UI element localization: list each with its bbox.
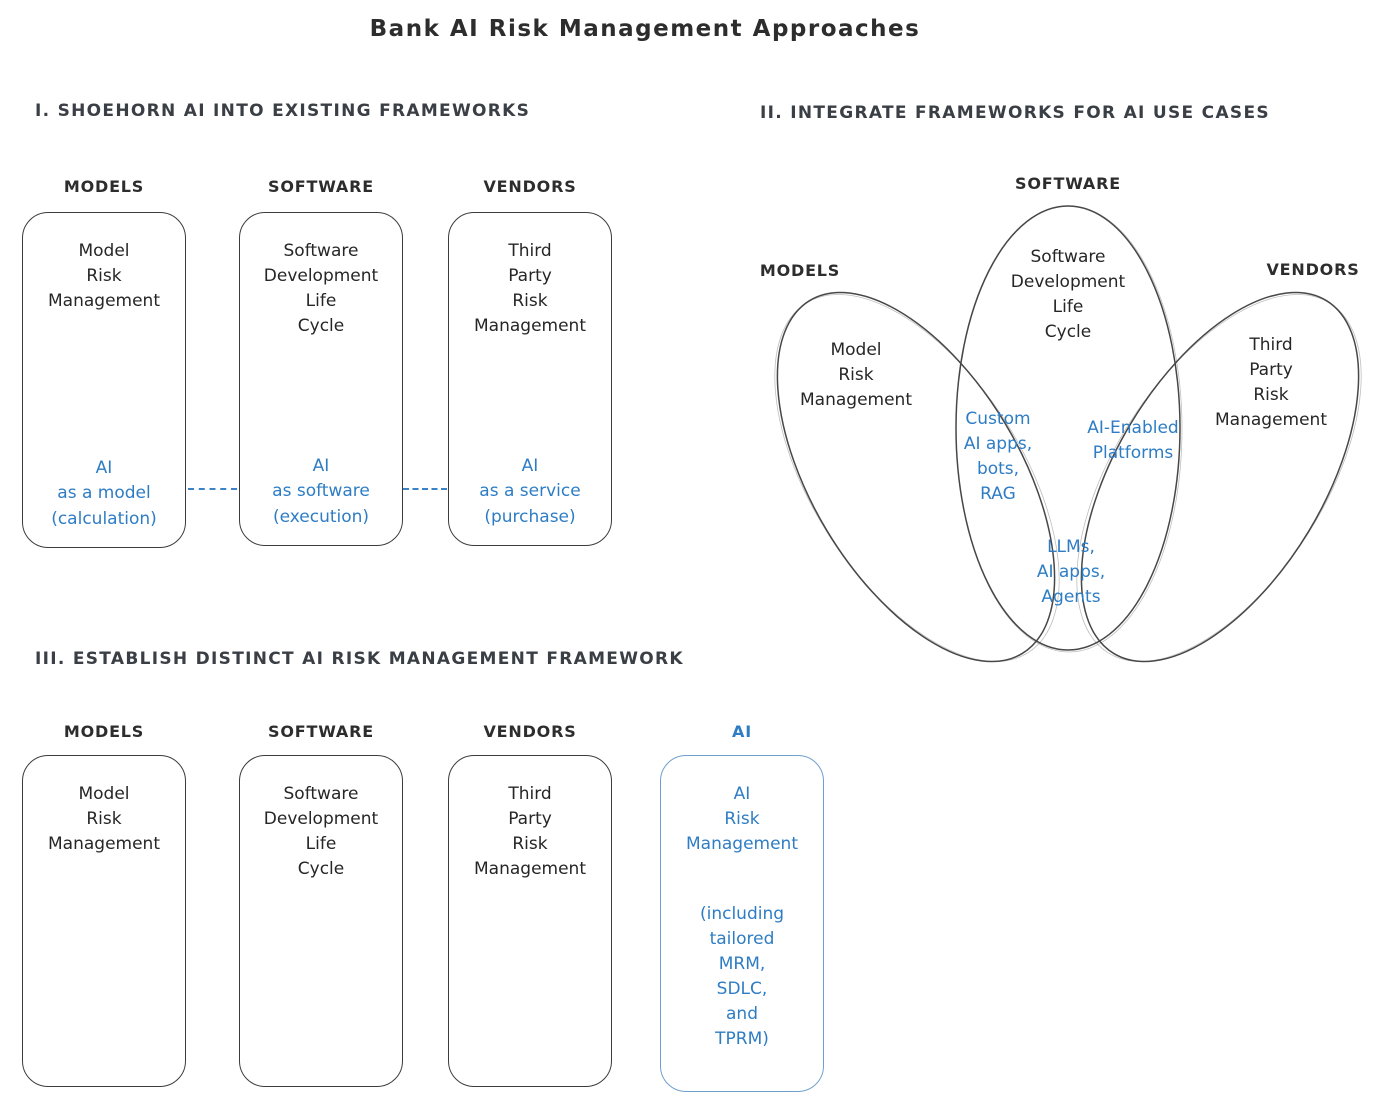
section3-ai-box: AI Risk Management (including tailored M… — [660, 755, 824, 1092]
software-box-body: Software Development Life Cycle — [263, 241, 379, 336]
page-title: Bank AI Risk Management Approaches — [369, 16, 921, 42]
section2-heading: II. INTEGRATE FRAMEWORKS FOR AI USE CASE… — [760, 103, 1270, 123]
dashed-connector-models-software — [188, 488, 237, 490]
vendors-box-body: Third Party Risk Management — [474, 241, 586, 336]
section3-heading: III. ESTABLISH DISTINCT AI RISK MANAGEME… — [35, 649, 684, 669]
dashed-connector-software-vendors — [403, 488, 447, 490]
venn-software-body: Software Development Life Cycle — [1010, 247, 1126, 342]
venn-intersection-llms-agents: LLMs, AI apps, Agents — [1036, 537, 1106, 607]
section3-models-label: MODELS — [63, 722, 145, 741]
venn-intersection-custom-ai-apps: Custom AI apps, bots, RAG — [963, 409, 1033, 504]
venn-vendors-body: Third Party Risk Management — [1215, 335, 1327, 430]
models-box-body: Model Risk Management — [48, 241, 160, 311]
vendors-box-ai-note: AI as a service (purchase) — [479, 455, 581, 527]
software-ellipse — [955, 205, 1181, 651]
section1-heading: I. SHOEHORN AI INTO EXISTING FRAMEWORKS — [35, 101, 531, 121]
section3-vendors-box: Third Party Risk Management — [448, 755, 612, 1087]
section3-vendors-label: VENDORS — [483, 722, 577, 741]
ai-box-body: AI Risk Management — [686, 784, 798, 854]
software-box-body: Software Development Life Cycle — [263, 784, 379, 879]
section1-vendors-box: Third Party Risk Management AI as a serv… — [448, 212, 612, 546]
section3-ai-label: AI — [732, 722, 752, 741]
section1-software-box: Software Development Life Cycle AI as so… — [239, 212, 403, 546]
venn-vendors-label: VENDORS — [1266, 260, 1360, 279]
venn-models-body: Model Risk Management — [800, 340, 912, 410]
section1-software-label: SOFTWARE — [268, 177, 374, 196]
section1-models-label: MODELS — [63, 177, 145, 196]
venn-models-label: MODELS — [759, 261, 841, 280]
vendors-box-body: Third Party Risk Management — [474, 784, 586, 879]
section1-vendors-label: VENDORS — [483, 177, 577, 196]
section1-models-box: Model Risk Management AI as a model (cal… — [22, 212, 186, 548]
section3-software-label: SOFTWARE — [268, 722, 374, 741]
venn-software-label: SOFTWARE — [1015, 174, 1121, 193]
models-box-ai-note: AI as a model (calculation) — [51, 457, 157, 529]
software-box-ai-note: AI as software (execution) — [272, 455, 370, 527]
section3-models-box: Model Risk Management — [22, 755, 186, 1087]
venn-intersection-ai-enabled-platforms: AI-Enabled Platforms — [1087, 418, 1179, 463]
venn-diagram — [774, 205, 1362, 663]
section3-software-box: Software Development Life Cycle — [239, 755, 403, 1087]
models-box-body: Model Risk Management — [48, 784, 160, 854]
models-ellipse — [776, 291, 1056, 663]
ai-box-note: (including tailored MRM, SDLC, and TPRM) — [699, 904, 785, 1049]
vendors-ellipse — [1080, 291, 1360, 663]
